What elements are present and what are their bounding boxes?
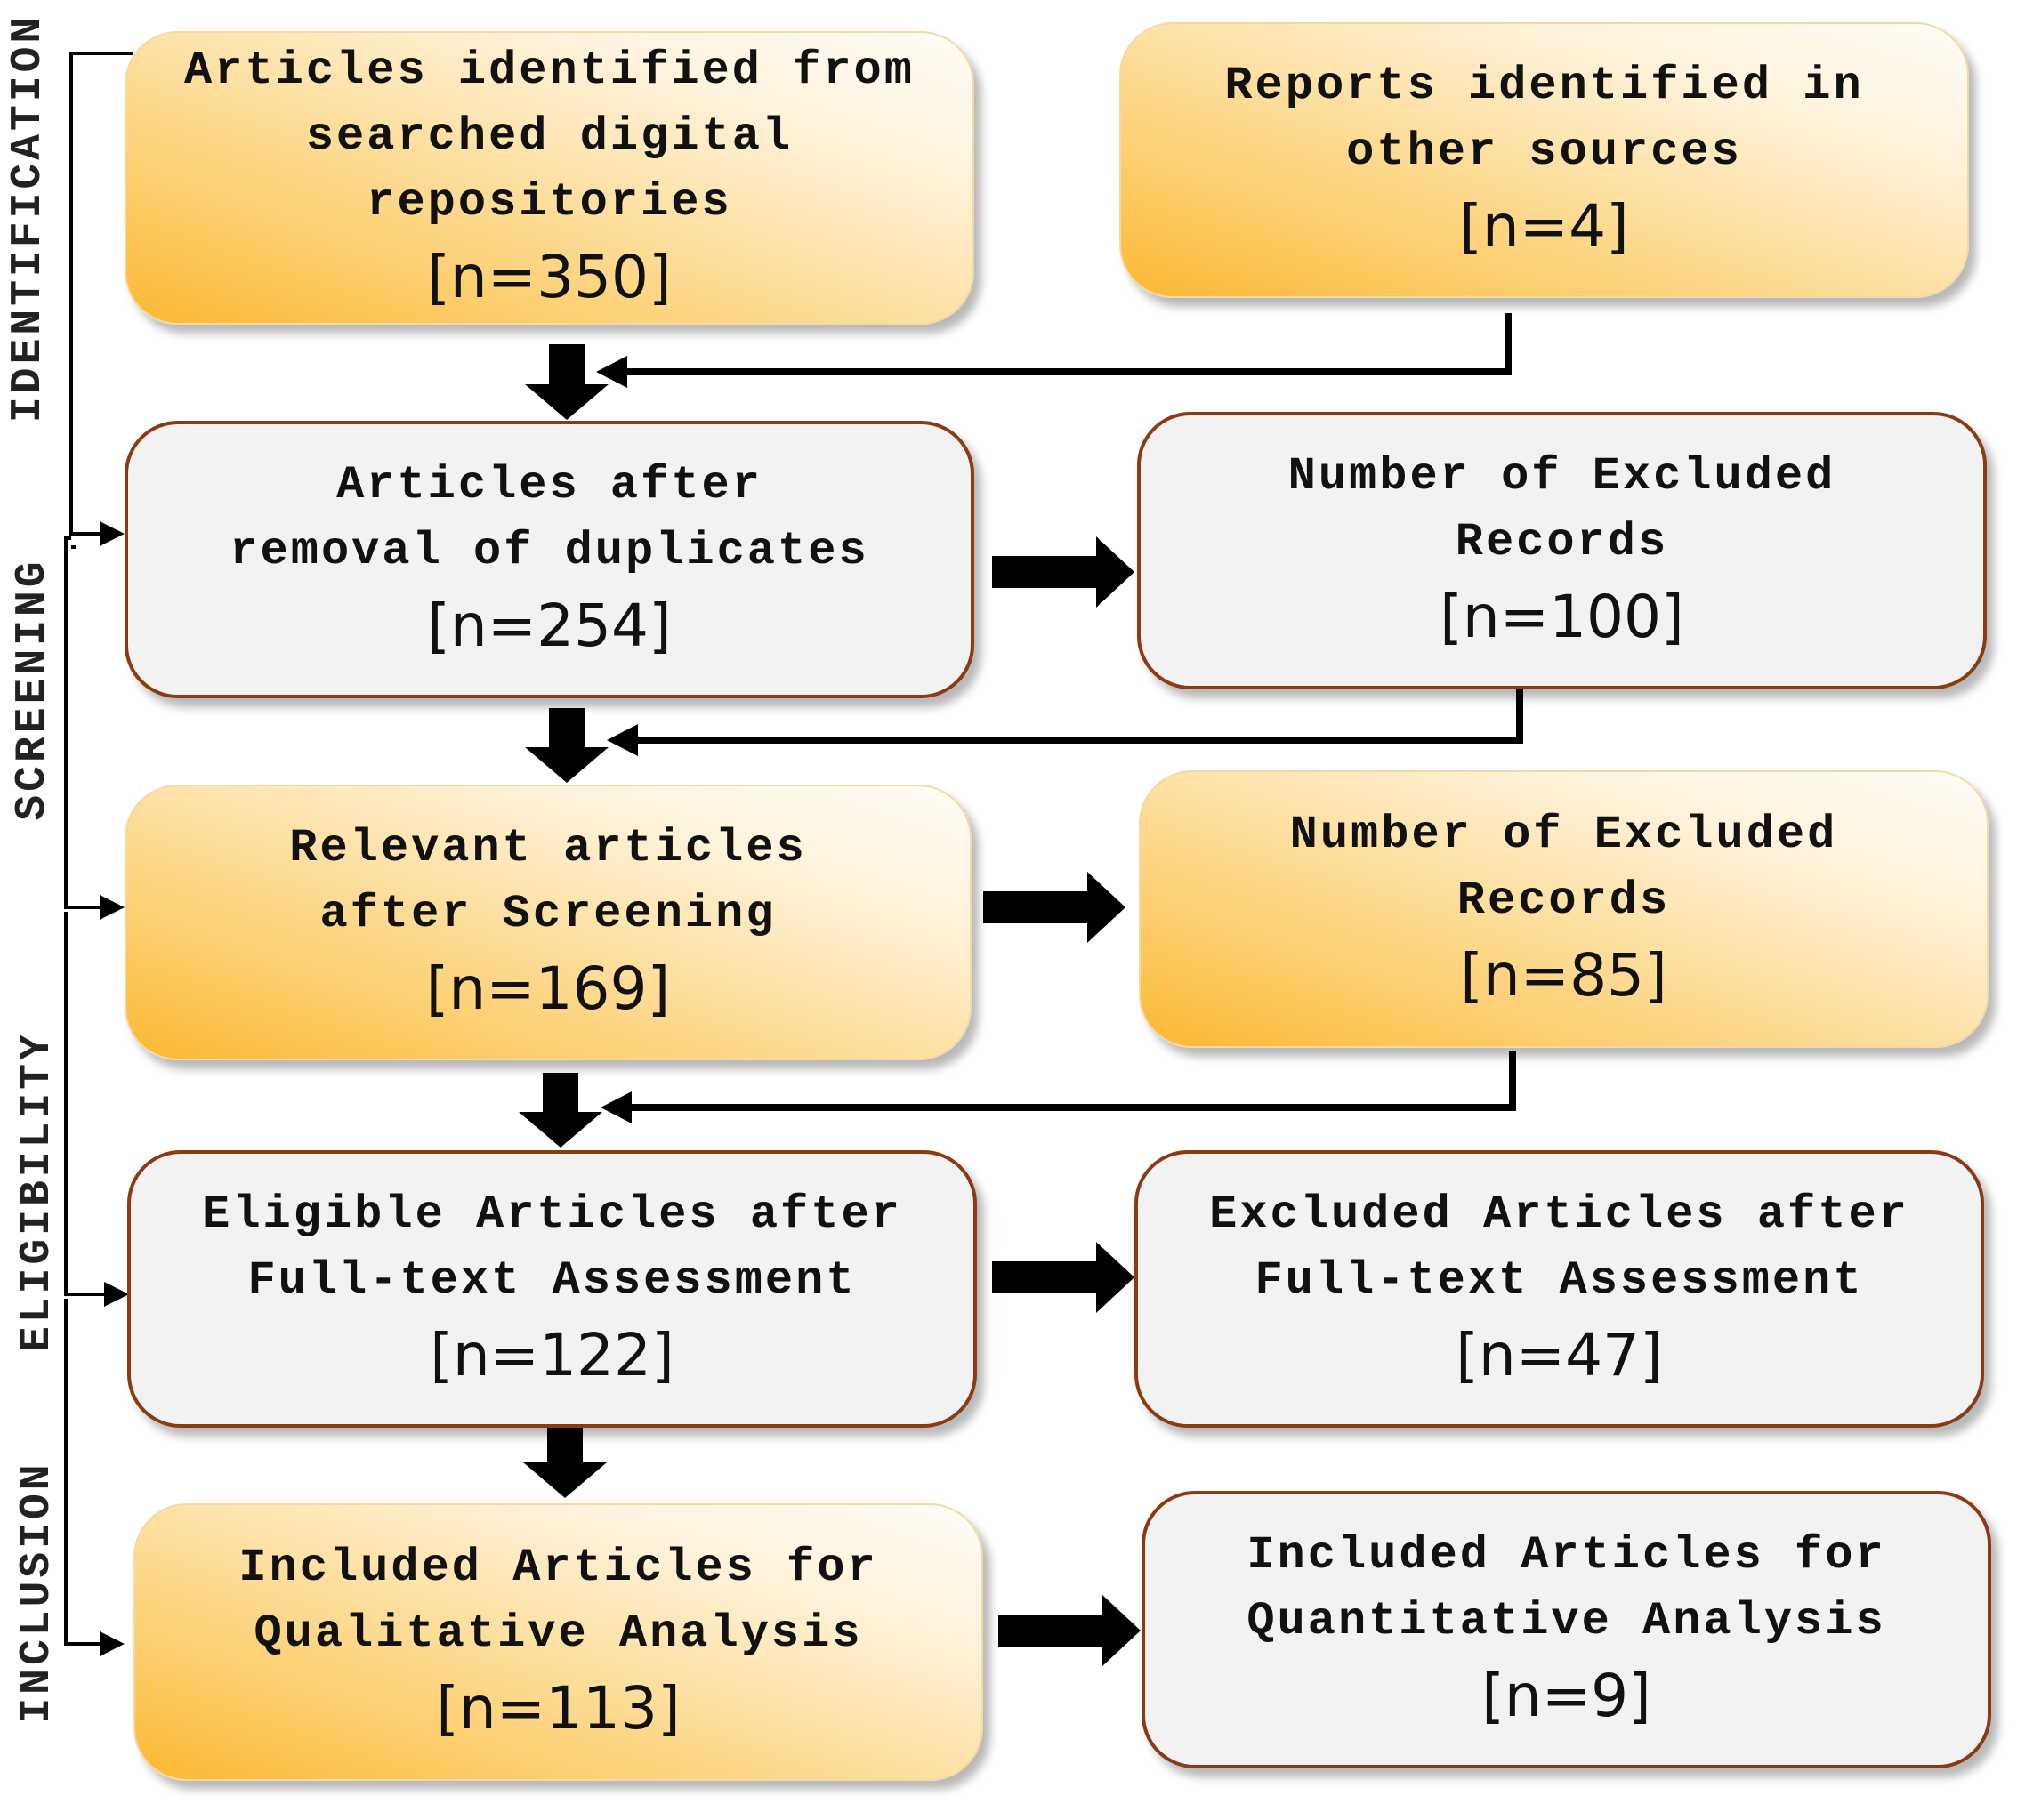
box-label: Number of Excluded Records xyxy=(1287,450,1836,568)
box-count: [n=100] xyxy=(1440,583,1684,651)
box-other-sources: Reports identified in other sources [n=4… xyxy=(1119,22,1969,298)
box-count: [n=9] xyxy=(1481,1662,1651,1730)
merge-line-3 xyxy=(601,1051,1516,1123)
box-label: Included Articles for Quantitative Analy… xyxy=(1247,1529,1886,1647)
box-after-screening: Relevant articles after Screening [n=169… xyxy=(125,785,972,1060)
box-eligible-articles: Eligible Articles after Full-text Assess… xyxy=(127,1150,977,1428)
stage-bracket xyxy=(64,52,133,1646)
stage-label-screening: SCREENING xyxy=(9,558,57,821)
right-arrow-4 xyxy=(998,1595,1141,1666)
right-arrow-3 xyxy=(992,1242,1134,1313)
box-count: [n=4] xyxy=(1459,192,1629,261)
merge-line-1 xyxy=(596,313,1512,388)
box-label: Number of Excluded Records xyxy=(1289,809,1838,927)
down-arrow-2 xyxy=(525,708,609,783)
stage-label-eligibility: ELIGIBILITY xyxy=(13,1031,61,1352)
box-count: [n=122] xyxy=(430,1321,674,1389)
box-excluded-records-2: Number of Excluded Records [n=85] xyxy=(1139,770,1989,1048)
box-qualitative-analysis: Included Articles for Qualitative Analys… xyxy=(133,1503,983,1781)
box-label: Excluded Articles after Full-text Assess… xyxy=(1209,1188,1909,1307)
box-count: [n=169] xyxy=(425,954,671,1023)
merge-line-2 xyxy=(607,687,1523,756)
stage-label-identification: IDENTIFICATION xyxy=(4,13,52,423)
box-label: Articles identified from searched digita… xyxy=(184,44,915,229)
box-label: Articles after removal of duplicates xyxy=(230,459,869,577)
box-label: Eligible Articles after Full-text Assess… xyxy=(202,1188,902,1307)
box-count: [n=113] xyxy=(436,1674,681,1743)
down-arrow-3 xyxy=(519,1073,602,1148)
box-identified-repositories: Articles identified from searched digita… xyxy=(125,31,974,325)
box-excluded-fulltext: Excluded Articles after Full-text Assess… xyxy=(1134,1150,1984,1428)
box-label: Included Articles for Qualitative Analys… xyxy=(238,1542,878,1660)
right-arrow-2 xyxy=(983,872,1125,943)
down-arrow-4 xyxy=(523,1425,607,1498)
right-arrow-1 xyxy=(992,536,1134,608)
box-count: [n=47] xyxy=(1456,1321,1663,1389)
box-count: [n=85] xyxy=(1460,941,1667,1010)
box-excluded-records-1: Number of Excluded Records [n=100] xyxy=(1137,412,1987,689)
box-quantitative-analysis: Included Articles for Quantitative Analy… xyxy=(1142,1491,1991,1768)
box-label: Reports identified in other sources xyxy=(1224,60,1864,178)
box-count: [n=254] xyxy=(427,592,672,660)
box-label: Relevant articles after Screening xyxy=(289,822,807,940)
stage-bracket-arrowheads xyxy=(100,521,129,1656)
box-after-duplicates: Articles after removal of duplicates [n=… xyxy=(125,421,974,698)
stage-label-inclusion: INCLUSION xyxy=(13,1461,61,1724)
down-arrow-1 xyxy=(525,344,609,420)
box-count: [n=350] xyxy=(427,243,672,311)
